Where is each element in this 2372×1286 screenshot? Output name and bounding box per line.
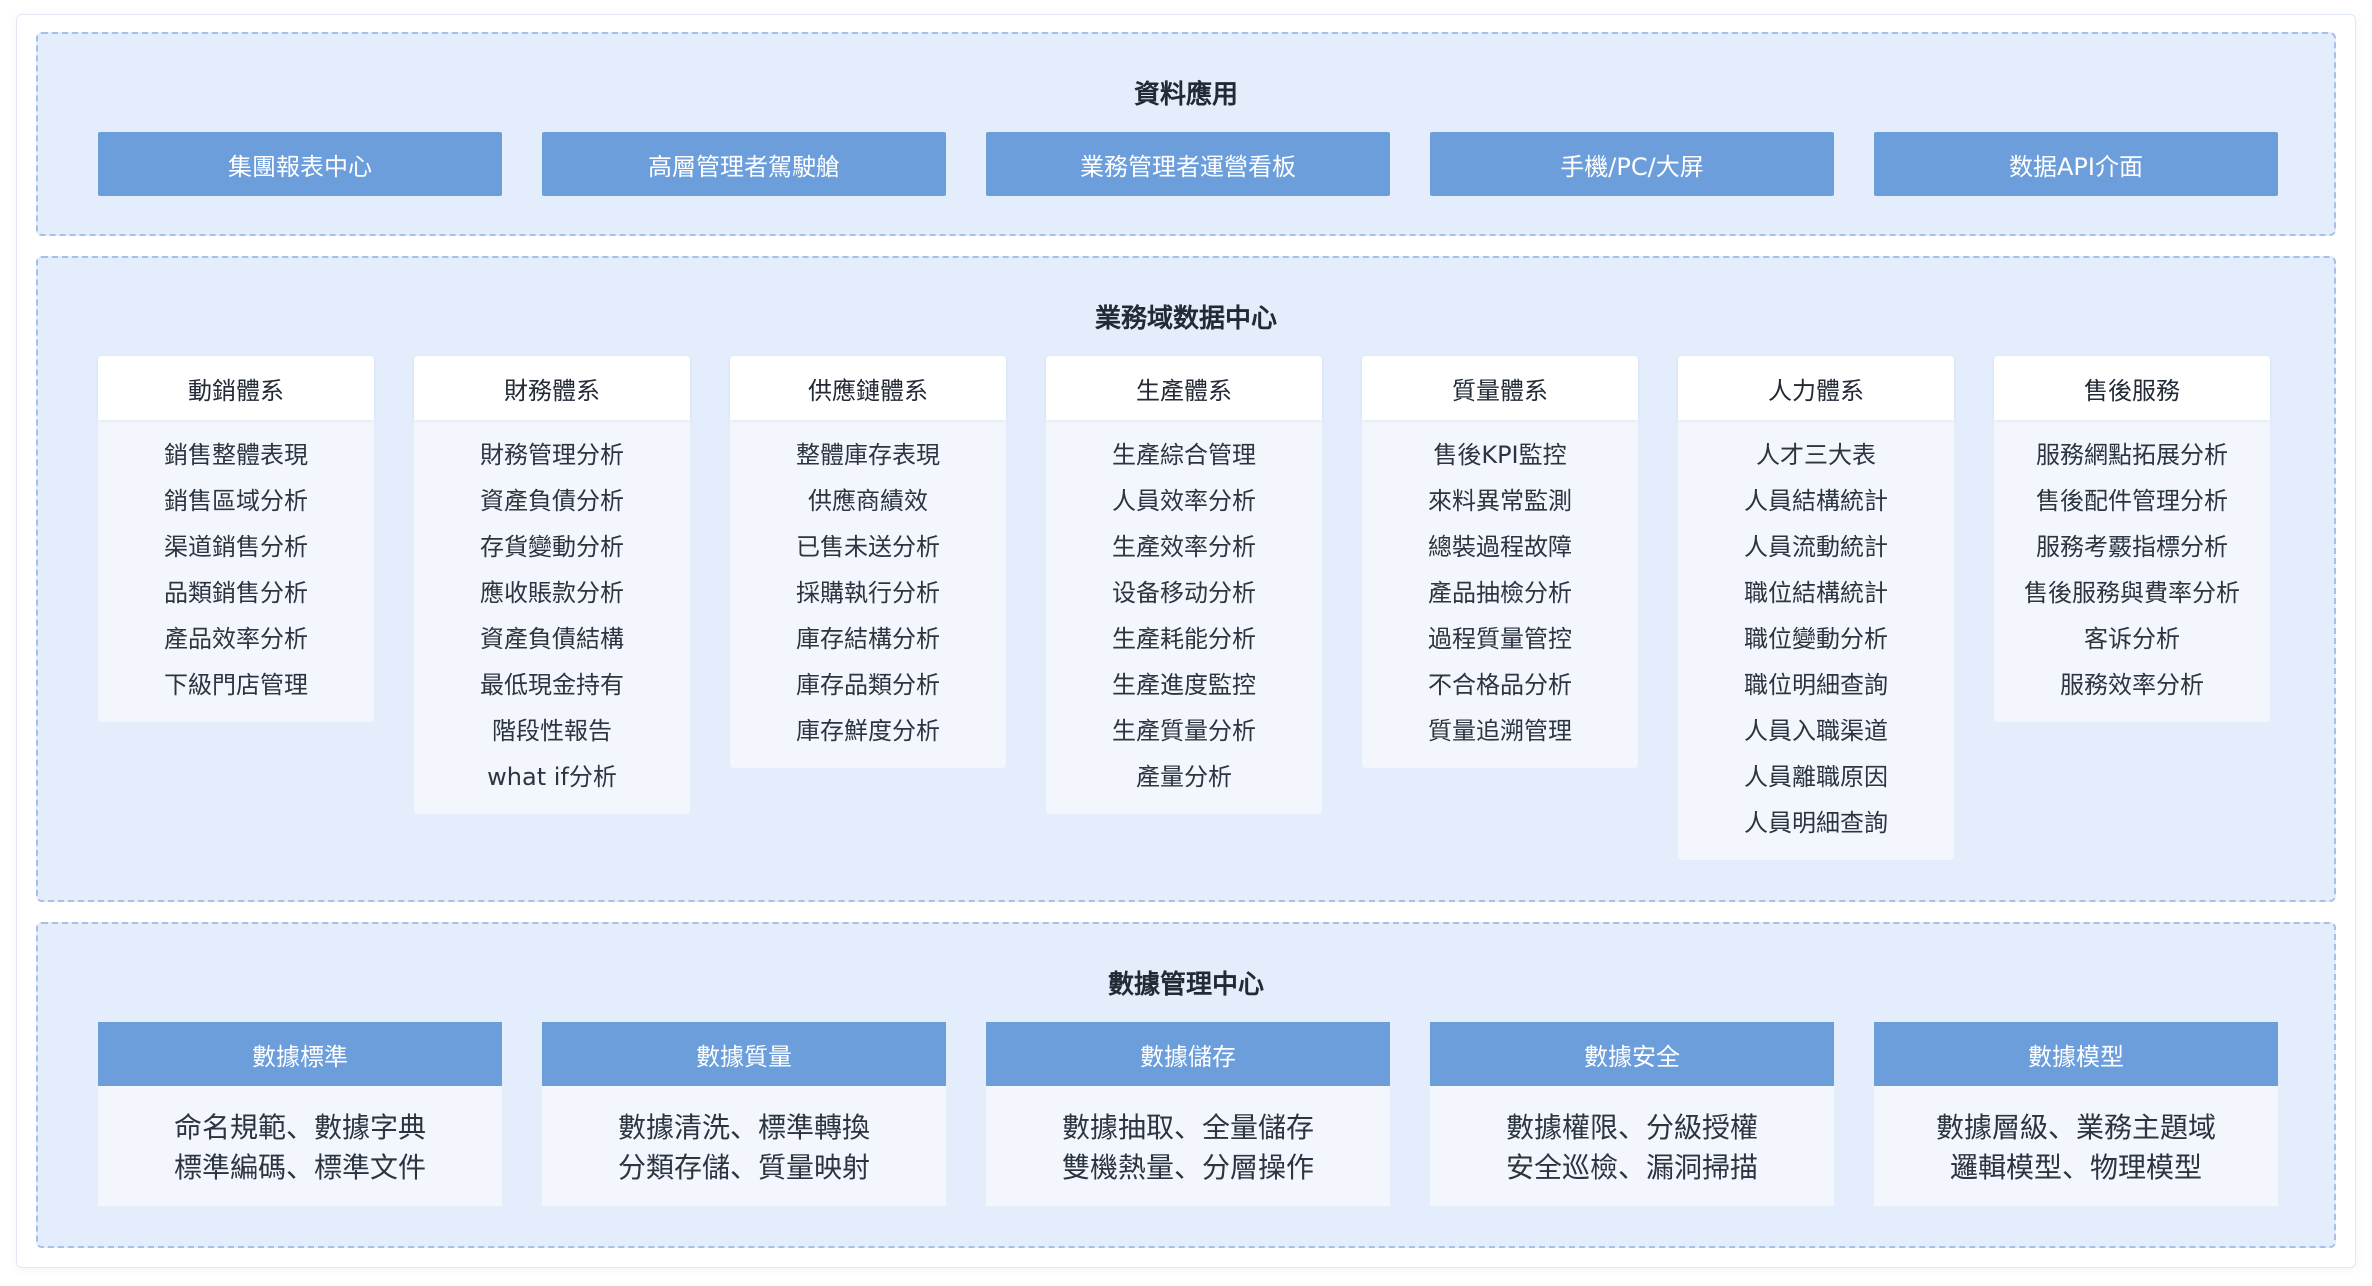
domain-column: 生產體系生產綜合管理人員效率分析生產效率分析设备移动分析生產耗能分析生產進度監控… <box>1046 356 1322 814</box>
domain-column-item: 庫存品類分析 <box>796 671 940 699</box>
data-management-block-line: 安全巡檢、漏洞掃描 <box>1505 1151 1758 1184</box>
application-panel: 資料應用 集團報表中心高層管理者駕駛艙業務管理者運營看板手機/PC/大屏数据AP… <box>36 32 2336 236</box>
data-management-block: 數據安全數據權限、分級授權安全巡檢、漏洞掃描 <box>1430 1022 1834 1206</box>
domain-column-item: 過程質量管控 <box>1428 625 1572 653</box>
domain-column: 動銷體系銷售整體表現銷售區域分析渠道銷售分析品類銷售分析產品效率分析下級門店管理 <box>98 356 374 722</box>
domain-column-item: 服務網點拓展分析 <box>2036 441 2228 469</box>
data-management-title: 數據管理中心 <box>1107 970 1264 1000</box>
domain-column-title: 財務體系 <box>414 356 690 420</box>
domain-column-item: 客诉分析 <box>2084 625 2180 653</box>
domain-column-item: 已售未送分析 <box>796 533 940 561</box>
domain-column-item: 人員離職原因 <box>1744 763 1888 791</box>
domain-column-item: 總裝過程故障 <box>1428 533 1572 561</box>
application-item: 手機/PC/大屏 <box>1430 132 1834 196</box>
domain-column-item: 生產質量分析 <box>1112 717 1256 745</box>
application-item: 集團報表中心 <box>98 132 502 196</box>
domain-column-item: 下級門店管理 <box>164 671 308 699</box>
domain-column-title: 質量體系 <box>1362 356 1638 420</box>
domain-column-item: 人才三大表 <box>1756 441 1876 469</box>
domain-column-item: 資產負債分析 <box>480 487 624 515</box>
data-management-block: 數據模型數據層級、業務主題域邏輯模型、物理模型 <box>1874 1022 2278 1206</box>
domain-column: 財務體系財務管理分析資產負債分析存貨變動分析應收賬款分析資產負債結構最低現金持有… <box>414 356 690 814</box>
domain-column-item: 產品抽檢分析 <box>1428 579 1572 607</box>
application-item: 高層管理者駕駛艙 <box>542 132 946 196</box>
data-management-block-line: 數據層級、業務主題域 <box>1935 1111 2216 1144</box>
domain-column-title: 供應鏈體系 <box>730 356 1006 420</box>
domain-column-item: 存貨變動分析 <box>480 533 624 561</box>
domain-column-item: 生產綜合管理 <box>1112 441 1256 469</box>
domain-column-item: 不合格品分析 <box>1428 671 1572 699</box>
data-management-block-line: 分類存儲、質量映射 <box>617 1151 870 1184</box>
domain-column-item: 供應商績效 <box>808 487 928 515</box>
data-management-block-title: 數據質量 <box>542 1022 946 1086</box>
domain-column-item: 庫存結構分析 <box>796 625 940 653</box>
application-item: 数据API介面 <box>1874 132 2278 196</box>
domain-column-title: 人力體系 <box>1678 356 1954 420</box>
data-management-block-title: 數據安全 <box>1430 1022 1834 1086</box>
data-management-panel: 數據管理中心 數據標準命名規範、數據字典標準編碼、標準文件數據質量數據清洗、標準… <box>36 922 2336 1248</box>
domain-column-item: 生產耗能分析 <box>1112 625 1256 653</box>
domain-column-item: 產量分析 <box>1136 763 1232 791</box>
domain-center-panel: 業務域数据中心 動銷體系銷售整體表現銷售區域分析渠道銷售分析品類銷售分析產品效率… <box>36 256 2336 902</box>
domain-column-item: 售後KPI監控 <box>1433 441 1567 469</box>
domain-column-item: 質量追溯管理 <box>1428 717 1572 745</box>
data-management-block: 數據標準命名規範、數據字典標準編碼、標準文件 <box>98 1022 502 1206</box>
domain-column-item: 整體庫存表現 <box>796 441 940 469</box>
domain-center-title: 業務域数据中心 <box>1094 304 1277 334</box>
data-management-block: 數據儲存數據抽取、全量儲存雙機熱量、分層操作 <box>986 1022 1390 1206</box>
domain-column-item: 最低現金持有 <box>480 671 624 699</box>
data-management-block-line: 數據抽取、全量儲存 <box>1061 1111 1314 1144</box>
domain-column-item: 階段性報告 <box>492 717 612 745</box>
domain-column-item: 设备移动分析 <box>1112 579 1256 607</box>
domain-column-item: 資產負債結構 <box>480 625 624 653</box>
domain-column-item: 人員流動統計 <box>1744 533 1888 561</box>
data-management-block-line: 數據權限、分級授權 <box>1505 1111 1758 1144</box>
domain-column-item: 售後配件管理分析 <box>2036 487 2228 515</box>
domain-column-item: 生產進度監控 <box>1112 671 1256 699</box>
domain-column-item: 渠道銷售分析 <box>164 533 308 561</box>
application-title: 資料應用 <box>1133 80 1238 110</box>
domain-column-item: 銷售整體表現 <box>164 441 308 469</box>
domain-column-item: 銷售區域分析 <box>164 487 308 515</box>
application-item: 業務管理者運營看板 <box>986 132 1390 196</box>
data-management-block-title: 數據標準 <box>98 1022 502 1086</box>
domain-column-title: 生產體系 <box>1046 356 1322 420</box>
domain-column-item: 人員明細查詢 <box>1744 809 1888 837</box>
domain-column-item: 服務效率分析 <box>2060 671 2204 699</box>
data-management-block-line: 標準編碼、標準文件 <box>173 1151 426 1184</box>
domain-column-title: 售後服務 <box>1994 356 2270 420</box>
domain-column-item: 服務考覈指標分析 <box>2036 533 2228 561</box>
domain-column-item: 來料異常監測 <box>1428 487 1572 515</box>
domain-column-item: 人員入職渠道 <box>1744 717 1888 745</box>
domain-column-item: 職位變動分析 <box>1744 625 1888 653</box>
domain-column-item: what if分析 <box>487 763 617 791</box>
domain-column-item: 應收賬款分析 <box>480 579 624 607</box>
data-management-block: 數據質量數據清洗、標準轉換分類存儲、質量映射 <box>542 1022 946 1206</box>
data-management-block-line: 雙機熱量、分層操作 <box>1061 1151 1314 1184</box>
data-management-block-title: 數據模型 <box>1874 1022 2278 1086</box>
domain-column: 質量體系售後KPI監控來料異常監測總裝過程故障產品抽檢分析過程質量管控不合格品分… <box>1362 356 1638 768</box>
domain-column-item: 售後服務與費率分析 <box>2024 579 2240 607</box>
domain-column-title: 動銷體系 <box>98 356 374 420</box>
domain-column: 售後服務服務網點拓展分析售後配件管理分析服務考覈指標分析售後服務與費率分析客诉分… <box>1994 356 2270 722</box>
domain-column-item: 職位結構統計 <box>1744 579 1888 607</box>
domain-column-item: 庫存鮮度分析 <box>796 717 940 745</box>
domain-column-item: 採購執行分析 <box>796 579 940 607</box>
data-management-block-line: 數據清洗、標準轉換 <box>617 1111 870 1144</box>
domain-column-item: 生產效率分析 <box>1112 533 1256 561</box>
data-management-block-line: 命名規範、數據字典 <box>173 1111 426 1144</box>
data-management-block-line: 邏輯模型、物理模型 <box>1949 1151 2202 1184</box>
domain-column-item: 人員結構統計 <box>1744 487 1888 515</box>
domain-column-item: 產品效率分析 <box>164 625 308 653</box>
domain-column-item: 職位明細查詢 <box>1744 671 1888 699</box>
domain-column: 人力體系人才三大表人員結構統計人員流動統計職位結構統計職位變動分析職位明細查詢人… <box>1678 356 1954 860</box>
data-management-block-title: 數據儲存 <box>986 1022 1390 1086</box>
domain-column-item: 品類銷售分析 <box>164 579 308 607</box>
domain-column-item: 財務管理分析 <box>480 441 624 469</box>
domain-column: 供應鏈體系整體庫存表現供應商績效已售未送分析採購執行分析庫存結構分析庫存品類分析… <box>730 356 1006 768</box>
domain-column-item: 人員效率分析 <box>1112 487 1256 515</box>
